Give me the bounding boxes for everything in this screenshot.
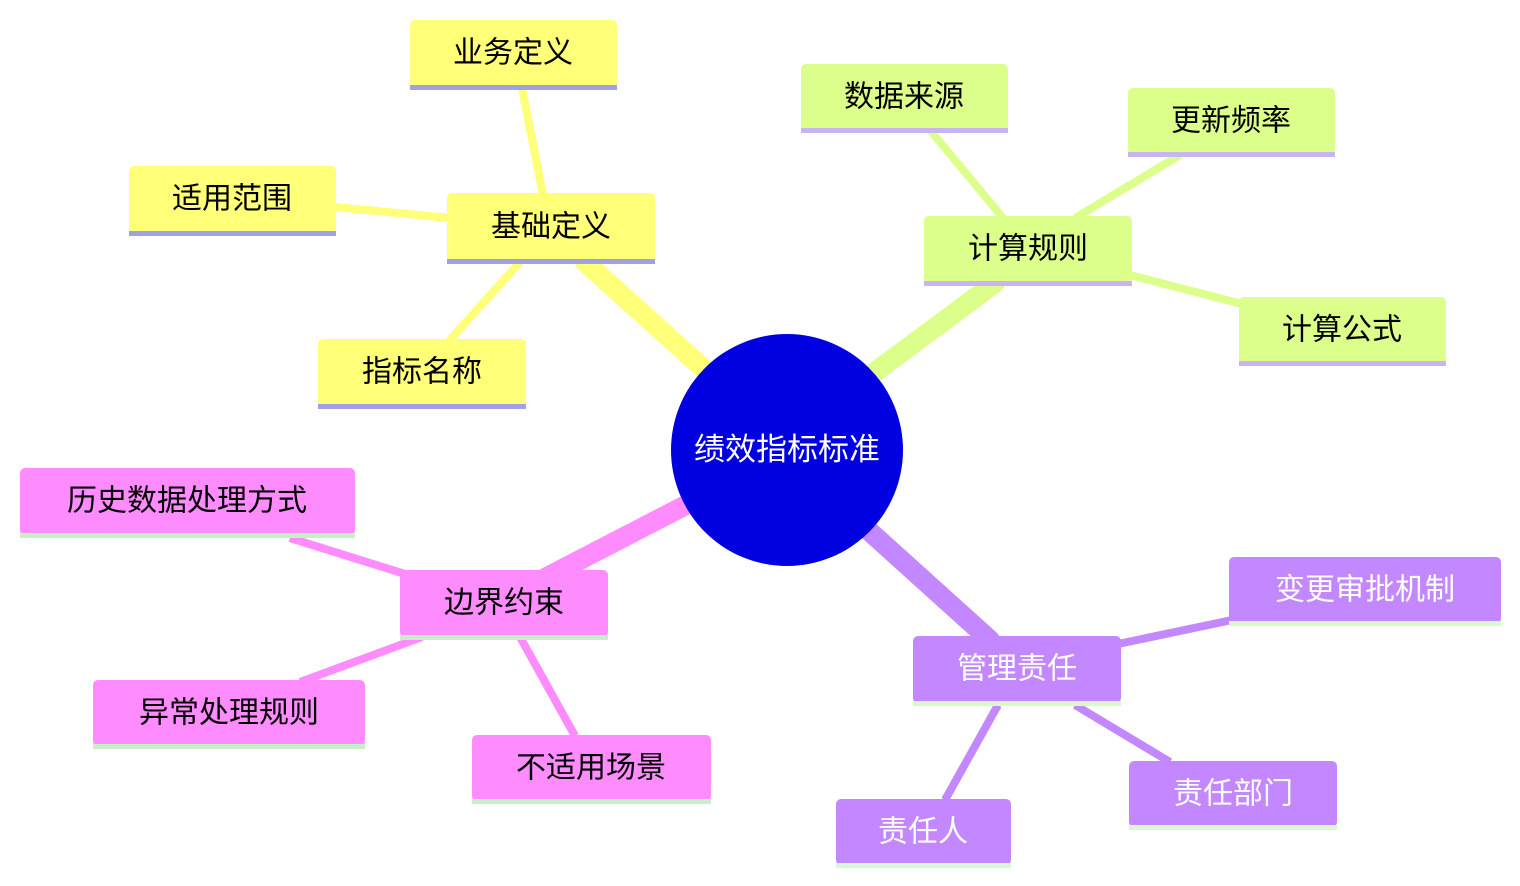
child-node-0-0-underline — [410, 85, 617, 90]
child-node-3-0-label: 变更审批机制 — [1275, 573, 1455, 608]
child-node-3-1-box — [1129, 761, 1337, 827]
child-node-1-2-label: 计算公式 — [1282, 313, 1402, 348]
connector-center-branch-3 — [858, 520, 1000, 650]
connector-branch-2-child-2 — [516, 635, 579, 738]
child-node-3-2-box — [836, 799, 1011, 865]
branch-node-3-underline — [913, 701, 1121, 706]
child-node-1-0[interactable]: 数据来源 — [801, 64, 1008, 133]
child-node-2-0-box — [20, 468, 355, 535]
child-node-0-0-label: 业务定义 — [453, 36, 573, 71]
center-node-circle — [671, 334, 903, 566]
child-node-1-2[interactable]: 计算公式 — [1239, 297, 1446, 366]
child-node-3-1[interactable]: 责任部门 — [1129, 761, 1337, 830]
child-node-3-2-underline — [836, 863, 1011, 868]
branch-node-0-underline — [447, 259, 655, 264]
child-node-1-1[interactable]: 更新频率 — [1128, 88, 1335, 157]
child-node-0-2-box — [318, 339, 526, 407]
child-node-2-2[interactable]: 不适用场景 — [472, 735, 711, 804]
connector-branch-3-child-0 — [1117, 616, 1233, 648]
branch-node-3[interactable]: 管理责任 — [913, 636, 1121, 706]
child-node-0-1-label: 适用范围 — [172, 182, 292, 217]
connector-branch-1-child-1 — [1072, 151, 1183, 222]
branch-node-2-label: 边界约束 — [444, 586, 564, 621]
child-node-0-2[interactable]: 指标名称 — [318, 339, 526, 409]
child-node-1-1-box — [1128, 88, 1335, 155]
branch-node-0[interactable]: 基础定义 — [447, 193, 655, 264]
center-node[interactable]: 绩效指标标准 — [671, 334, 903, 566]
child-node-2-1-box — [93, 680, 365, 746]
connector-branch-1-child-2 — [1128, 271, 1244, 308]
child-node-2-0-label: 历史数据处理方式 — [67, 484, 307, 519]
connector-branch-3-child-1 — [1072, 701, 1173, 766]
child-node-3-0[interactable]: 变更审批机制 — [1229, 557, 1501, 626]
connector-branch-0-child-1 — [334, 203, 451, 222]
branch-node-2[interactable]: 边界约束 — [400, 570, 608, 640]
connector-layer — [288, 87, 1244, 802]
branch-node-1-box — [924, 216, 1132, 283]
connector-center-branch-0 — [575, 252, 715, 380]
child-node-3-2[interactable]: 责任人 — [836, 799, 1011, 868]
connector-center-branch-1 — [865, 273, 1005, 382]
child-node-0-1[interactable]: 适用范围 — [129, 166, 336, 236]
connector-branch-2-child-0 — [288, 534, 407, 578]
branch-node-3-label: 管理责任 — [957, 652, 1077, 687]
child-node-0-2-label: 指标名称 — [362, 355, 482, 390]
connector-branch-0-child-0 — [518, 87, 547, 196]
child-node-3-1-label: 责任部门 — [1173, 777, 1293, 812]
child-node-3-1-underline — [1129, 825, 1337, 830]
child-node-1-2-underline — [1239, 361, 1446, 366]
child-node-2-1-label: 异常处理规则 — [139, 696, 319, 731]
child-node-2-1[interactable]: 异常处理规则 — [93, 680, 365, 749]
connector-branch-2-child-1 — [298, 633, 424, 686]
connector-center-branch-2 — [535, 496, 694, 588]
center-node-label: 绩效指标标准 — [694, 432, 880, 468]
child-node-2-2-underline — [472, 799, 711, 804]
child-node-1-1-underline — [1128, 152, 1335, 157]
child-node-2-2-label: 不适用场景 — [516, 751, 666, 786]
child-node-3-0-box — [1229, 557, 1501, 623]
child-node-2-1-underline — [93, 744, 365, 749]
child-node-3-2-label: 责任人 — [878, 815, 968, 850]
child-node-3-0-underline — [1229, 621, 1501, 626]
child-node-1-1-label: 更新频率 — [1171, 104, 1291, 139]
child-node-0-0-box — [410, 20, 617, 88]
child-node-1-0-box — [801, 64, 1008, 131]
child-node-1-0-label: 数据来源 — [844, 80, 964, 115]
branch-node-1-underline — [924, 281, 1132, 286]
branch-node-2-box — [400, 570, 608, 637]
branch-node-3-box — [913, 636, 1121, 703]
child-node-0-2-underline — [318, 404, 526, 409]
connector-branch-3-child-2 — [941, 703, 1002, 802]
child-node-2-0[interactable]: 历史数据处理方式 — [20, 468, 355, 538]
branch-node-2-underline — [400, 635, 608, 640]
branch-node-0-label: 基础定义 — [491, 210, 611, 245]
branch-node-0-box — [447, 193, 655, 262]
branch-node-1[interactable]: 计算规则 — [924, 216, 1132, 286]
child-node-0-0[interactable]: 业务定义 — [410, 20, 617, 90]
child-node-2-0-underline — [20, 533, 355, 538]
connector-branch-0-child-2 — [445, 259, 523, 345]
child-node-2-2-box — [472, 735, 711, 801]
connector-branch-1-child-0 — [926, 127, 1007, 221]
child-node-0-1-underline — [129, 231, 336, 236]
branch-node-1-label: 计算规则 — [968, 232, 1088, 267]
child-node-0-1-box — [129, 166, 336, 233]
child-node-1-0-underline — [801, 128, 1008, 133]
child-node-1-2-box — [1239, 297, 1446, 364]
